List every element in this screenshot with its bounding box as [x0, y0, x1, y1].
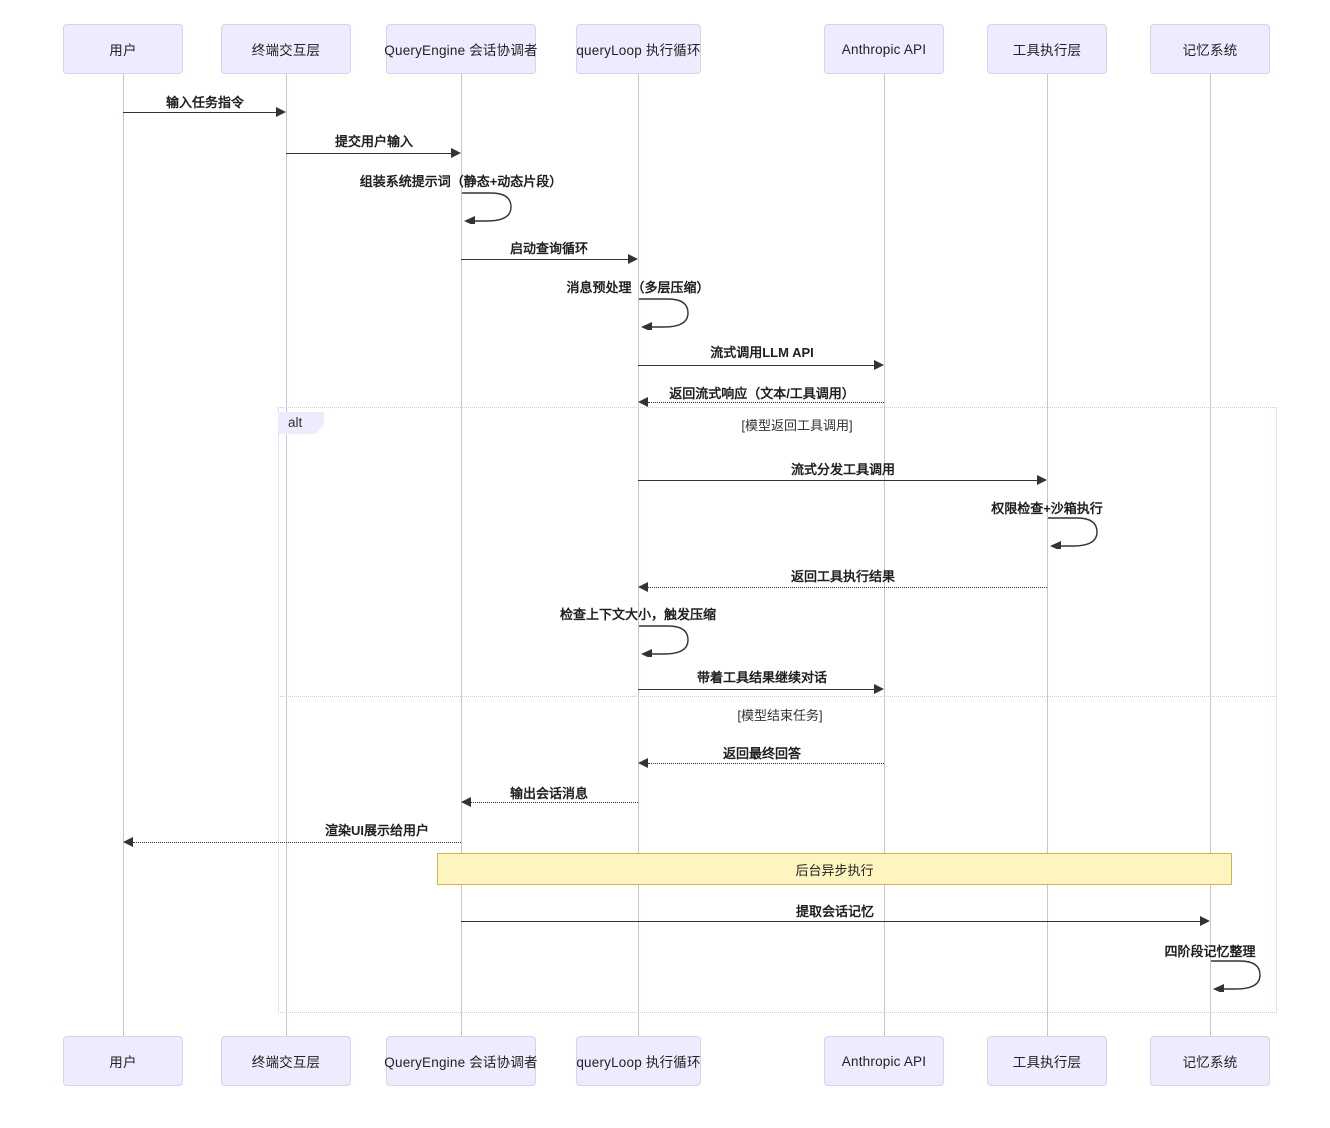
participant-bottom-queryloop[interactable]: queryLoop 执行循环	[576, 1036, 701, 1086]
alt-frame	[278, 407, 1277, 1013]
participant-top-queryloop[interactable]: queryLoop 执行循环	[576, 24, 701, 74]
lifeline-user	[123, 74, 124, 1036]
participant-bottom-tools[interactable]: 工具执行层	[987, 1036, 1107, 1086]
message-label-m9: 权限检查+沙箱执行	[991, 501, 1103, 516]
message-arrowhead-m10	[638, 582, 648, 592]
message-arrowhead-m7	[638, 397, 648, 407]
participant-top-queryengine[interactable]: QueryEngine 会话协调者	[384, 24, 538, 74]
message-arrow-m6	[638, 365, 874, 366]
message-arrow-m12	[638, 689, 874, 690]
message-label-m5: 消息预处理（多层压缩）	[566, 280, 710, 295]
message-label-m11: 检查上下文大小，触发压缩	[559, 607, 717, 622]
message-arrowhead-m1	[276, 107, 286, 117]
message-arrowhead-m12	[874, 684, 884, 694]
message-arrow-m10	[648, 587, 1047, 588]
message-label-m13: 返回最终回答	[722, 746, 802, 761]
message-arrowhead-m2	[451, 148, 461, 158]
alt-frame-tab: alt	[278, 412, 324, 434]
message-selfloop-m17	[1211, 960, 1261, 992]
message-arrowhead-m15	[123, 837, 133, 847]
alt-condition-1: [模型返回工具调用]	[741, 418, 853, 433]
message-label-m3: 组装系统提示词（静态+动态片段）	[359, 174, 563, 189]
message-selfloop-m11	[639, 625, 689, 657]
message-label-m7: 返回流式响应（文本/工具调用）	[669, 386, 855, 401]
lifeline-tools	[1047, 74, 1048, 1036]
message-arrowhead-m14	[461, 797, 471, 807]
message-selfloop-m9	[1048, 517, 1098, 549]
message-selfloop-m3	[462, 192, 512, 224]
participant-bottom-memory[interactable]: 记忆系统	[1150, 1036, 1270, 1086]
lifeline-anthropic	[884, 74, 885, 1036]
participant-top-user[interactable]: 用户	[63, 24, 183, 74]
message-arrow-m4	[461, 259, 628, 260]
message-label-m4: 启动查询循环	[509, 241, 589, 256]
participant-top-memory[interactable]: 记忆系统	[1150, 24, 1270, 74]
participant-bottom-queryengine[interactable]: QueryEngine 会话协调者	[384, 1036, 538, 1086]
message-label-m15: 渲染UI展示给用户	[324, 823, 430, 838]
lifeline-queryengine	[461, 74, 462, 1036]
message-selfloop-m5	[639, 298, 689, 330]
message-label-m8: 流式分发工具调用	[790, 462, 896, 477]
message-arrowhead-m13	[638, 758, 648, 768]
message-arrow-m15	[133, 842, 461, 843]
message-arrow-m13	[648, 763, 884, 764]
message-label-m6: 流式调用LLM API	[710, 345, 814, 360]
message-arrow-m1	[123, 112, 276, 113]
message-label-m17: 四阶段记忆整理	[1164, 944, 1256, 959]
message-arrowhead-m6	[874, 360, 884, 370]
participant-top-anthropic[interactable]: Anthropic API	[824, 24, 944, 74]
lifeline-queryloop	[638, 74, 639, 1036]
participant-bottom-terminal[interactable]: 终端交互层	[221, 1036, 351, 1086]
message-arrowhead-m8	[1037, 475, 1047, 485]
alt-frame-divider	[278, 696, 1277, 697]
message-arrowhead-m16	[1200, 916, 1210, 926]
message-arrowhead-m4	[628, 254, 638, 264]
message-label-m2: 提交用户输入	[334, 134, 414, 149]
participant-top-terminal[interactable]: 终端交互层	[221, 24, 351, 74]
message-arrow-m14	[471, 802, 638, 803]
lifeline-terminal	[286, 74, 287, 1036]
message-label-m10: 返回工具执行结果	[790, 569, 896, 584]
message-label-m16: 提取会话记忆	[795, 904, 875, 919]
message-arrow-m7	[648, 402, 884, 403]
message-arrow-m16	[461, 921, 1200, 922]
message-label-m14: 输出会话消息	[509, 786, 589, 801]
message-label-m1: 输入任务指令	[165, 95, 245, 110]
participant-bottom-user[interactable]: 用户	[63, 1036, 183, 1086]
lifeline-memory	[1210, 74, 1211, 1036]
note-async-execution: 后台异步执行	[437, 853, 1232, 885]
message-label-m12: 带着工具结果继续对话	[696, 670, 828, 685]
participant-top-tools[interactable]: 工具执行层	[987, 24, 1107, 74]
message-arrow-m8	[638, 480, 1037, 481]
message-arrow-m2	[286, 153, 451, 154]
alt-condition-2: [模型结束任务]	[737, 708, 823, 723]
participant-bottom-anthropic[interactable]: Anthropic API	[824, 1036, 944, 1086]
